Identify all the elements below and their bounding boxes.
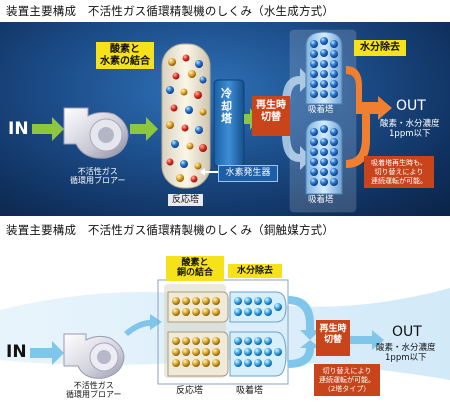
adsorption-tower-bottom-label: 吸着塔 [308, 195, 334, 205]
out-arrow-2 [350, 330, 384, 350]
in-arrow [32, 117, 64, 141]
blower-label-2: 不活性ガス 循環用ブロアー [66, 381, 122, 400]
adsorption-tower-vessel-2 [229, 291, 287, 377]
flow-arrow-2c [288, 340, 320, 368]
diagram1-graphics [32, 29, 392, 213]
out-label: OUT [396, 98, 426, 114]
in-label-2: IN [6, 342, 27, 362]
water-removal-label-2: 水分除去 [228, 264, 282, 279]
reaction-label-2: 酸素と 銅の結合 [166, 256, 224, 281]
blower-label: 不活性ガス 循環用ブロアー [70, 167, 126, 186]
blower-icon [63, 107, 129, 159]
diagram1-title: 装置主要構成 不活性ガス循環精製機のしくみ（水生成方式） [6, 4, 335, 18]
diagram1-panel: IN 不活性ガス 循環用ブロアー 酸素と 水素の結合 反応塔 冷 却 塔 水素発… [0, 22, 450, 216]
diagram2-graphics [0, 279, 450, 385]
blower-icon-2 [63, 333, 125, 379]
reaction-tower-vessel-2 [164, 284, 229, 378]
flow-arrow-2b [288, 296, 320, 340]
adsorption-tower-label-2: 吸着塔 [236, 386, 264, 396]
adsorption-tower-bottom-vessel [305, 119, 343, 195]
hydrogen-generator: 水素発生器 [218, 165, 278, 182]
reaction-tower-label: 反応塔 [168, 194, 204, 207]
hydrogen-pipe [200, 168, 218, 176]
regen-switch-box-2: 再生時 切替 [316, 320, 350, 356]
flow-arrow-2a [124, 314, 162, 336]
diagram2-panel: IN 不活性ガス 循環用ブロアー 酸素と 銅の結合 水分除去 反応塔 吸着塔 再… [0, 240, 450, 408]
flow-arrow-1 [130, 117, 158, 141]
in-label: IN [8, 119, 29, 139]
out-spec-2: 酸素・水分濃度 1ppm以下 [376, 343, 436, 363]
cooling-tower-label: 冷 却 塔 [221, 87, 232, 126]
reaction-label: 酸素と 水素の結合 [96, 42, 154, 69]
out-spec: 酸素・水分濃度 1ppm以下 [380, 119, 440, 139]
adsorption-tower-top-vessel [305, 31, 343, 105]
reaction-tower-label-2: 反応塔 [176, 386, 204, 396]
adsorption-tower-top-label: 吸着塔 [308, 105, 334, 115]
continuous-note-2: 切り替えにより 連続運転が可能。 （2塔タイプ） [314, 364, 380, 397]
diagram2-title: 装置主要構成 不活性ガス循環精製機のしくみ（銅触媒方式） [6, 223, 335, 237]
split-arrows [282, 68, 312, 170]
continuous-note: 吸着塔再生時も、 切り替えにより 連続運転が可能。 [364, 156, 434, 189]
out-label-2: OUT [392, 324, 422, 340]
water-removal-label: 水分除去 [354, 40, 406, 56]
in-arrow-2 [30, 341, 64, 365]
out-arrow [346, 66, 392, 168]
regen-switch-box: 再生時 切替 [252, 96, 290, 136]
reaction-tower-vessel [161, 43, 211, 189]
